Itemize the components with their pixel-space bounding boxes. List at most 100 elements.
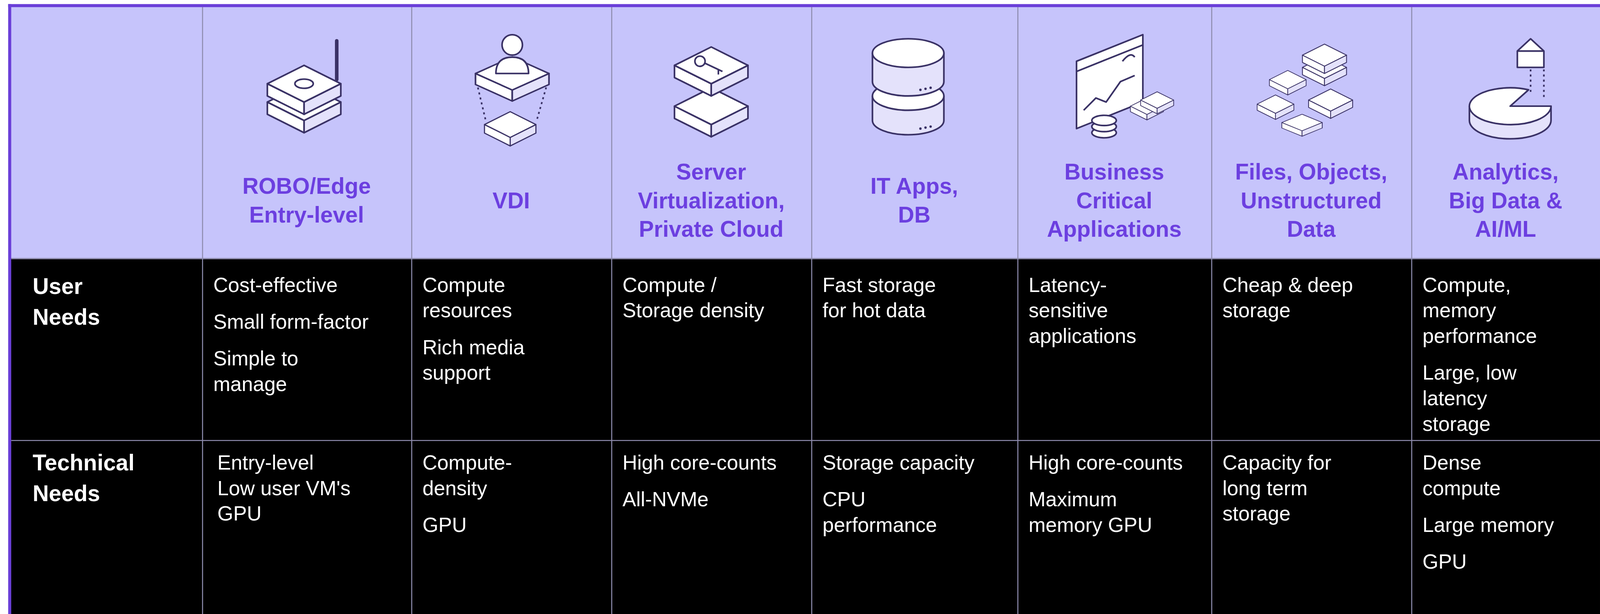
table-cell: High core-countsMaximum memory GPU [1028, 450, 1202, 538]
server-icon-part [674, 46, 748, 96]
table-cell-text: Compute, memory performance [1422, 272, 1556, 350]
table-cell-text: Compute / Storage density [622, 272, 786, 324]
server-icon-part [704, 63, 723, 72]
business-app-icon-part [1091, 115, 1117, 126]
grid-lines-part [1411, 7, 1413, 614]
table-cell: High core-countsAll-NVMe [622, 450, 802, 513]
table-cell: Entry-levelLow user VM'sGPU [217, 450, 407, 527]
table-cell-text: High core-counts [1028, 450, 1202, 476]
table-cell-text: Simple to manage [213, 345, 336, 397]
header-cell: Files, Objects, Unstructured Data [1211, 158, 1412, 244]
table-cell-text: Large, low latency storage [1422, 360, 1561, 437]
table-cell-text: Rich media support [422, 334, 556, 386]
grid-lines-part [11, 439, 1600, 442]
edge-device-icon-part [295, 78, 314, 88]
header-cell: Business Critical Applications [1017, 158, 1212, 244]
table-cell: Cost-effectiveSmall form-factorSimple to… [213, 272, 403, 398]
table-cell-text: Low user VM's [217, 475, 407, 501]
table-cell-text: Cost-effective [213, 272, 403, 299]
table-cell: Compute resourcesRich media support [422, 272, 602, 386]
table-cell: Cheap & deep storage [1222, 272, 1402, 324]
column-header: ROBO/Edge Entry-level [219, 172, 394, 230]
grid-lines-part [1211, 7, 1213, 614]
table-cell-text: Dense compute [1422, 450, 1515, 501]
table-cell-text: Storage capacity [822, 450, 1007, 476]
analytics-icon-part [1517, 38, 1544, 68]
header-cell: Analytics, Big Data & AI/ML [1411, 158, 1600, 244]
analytics-icon-part [1517, 50, 1544, 52]
vdi-icon-part [495, 57, 529, 74]
server-icon-part [695, 56, 706, 67]
grid-lines-part [811, 7, 813, 614]
left-border [8, 3, 12, 614]
header-cell: VDI [411, 158, 612, 244]
row-header: Technical Needs [32, 448, 135, 510]
business-app-icon-part [1140, 91, 1174, 115]
grid-lines-part [11, 257, 1600, 260]
database-icon-part-part [919, 88, 922, 92]
table-cell-text: Latency-sensitive applications [1028, 272, 1146, 350]
business-app-icon-part [1122, 54, 1135, 62]
business-app-icon-part [1076, 34, 1143, 129]
grid-lines [11, 7, 1600, 614]
table-cell: Dense computeLarge memoryGPU [1422, 450, 1591, 575]
database-icon-part-part [924, 87, 927, 90]
table-cell: Compute, memory performanceLarge, low la… [1422, 272, 1591, 437]
column-header: Business Critical Applications [1037, 158, 1191, 244]
edge-device-icon-part [334, 40, 339, 80]
table-cell-text: Fast storage for hot data [822, 272, 950, 324]
edge-device-icon [267, 40, 341, 133]
table-cell-text: CPU performance [822, 486, 945, 538]
files-icon-part [1281, 114, 1322, 137]
analytics-icon-part [1529, 69, 1532, 92]
table-cell: Capacity for long term storage [1222, 450, 1402, 527]
grid-lines-part [411, 7, 413, 614]
table-cell: Technical Needs [32, 448, 186, 510]
analytics-icon-part [1469, 87, 1552, 125]
vdi-icon-part [502, 34, 523, 56]
header-cell: ROBO/Edge Entry-level [201, 158, 412, 244]
header-band [10, 6, 1600, 259]
table-cell-text: Large memory [1422, 512, 1591, 539]
table-cell: Compute-densityGPU [422, 450, 602, 538]
business-app-icon-part [1076, 44, 1143, 72]
database-icon [872, 38, 944, 135]
business-app-icon [1076, 34, 1174, 138]
files-icon-part [1302, 44, 1347, 74]
body-band [10, 257, 1600, 614]
table-cell-text: GPU [1422, 549, 1591, 575]
column-header: VDI [492, 186, 531, 215]
vdi-icon-part [484, 111, 536, 146]
files-icon [1257, 44, 1353, 137]
database-icon-part [919, 86, 932, 130]
analytics-icon [1469, 38, 1552, 139]
table-cell: Compute / Storage density [622, 272, 802, 324]
grid-lines-part [611, 7, 613, 614]
table-cell-text: GPU [422, 512, 602, 539]
table-cell-text: Small form-factor [213, 309, 403, 335]
column-header: Server Virtualization, Private Cloud [619, 158, 804, 244]
grid-lines-part [201, 7, 204, 614]
column-header: Analytics, Big Data & AI/ML [1441, 158, 1570, 244]
table-cell-text: Compute-density [422, 450, 535, 501]
column-header: Files, Objects, Unstructured Data [1222, 158, 1401, 244]
row-header: User Needs [32, 271, 135, 333]
table-cell-text: Capacity for long term storage [1222, 450, 1340, 527]
table-cell-text: Cheap & deep storage [1222, 272, 1366, 324]
database-icon-part [872, 38, 944, 68]
column-header: IT Apps, DB [863, 172, 966, 230]
database-icon-part-part [924, 126, 927, 129]
analytics-icon-part [1543, 69, 1545, 98]
top-border [8, 3, 1600, 8]
table-cell-text: GPU [217, 500, 407, 527]
business-app-icon-part [1083, 75, 1135, 111]
database-icon-part-part [919, 127, 922, 130]
files-icon-part [1257, 95, 1294, 120]
table-cell: Fast storage for hot data [822, 272, 1009, 324]
database-icon-part-part [929, 86, 932, 89]
table-cell: Storage capacityCPU performance [822, 450, 1009, 538]
vdi-icon-part [475, 56, 549, 101]
header-cell: IT Apps, DB [811, 158, 1018, 244]
edge-device-icon-part [267, 65, 341, 115]
